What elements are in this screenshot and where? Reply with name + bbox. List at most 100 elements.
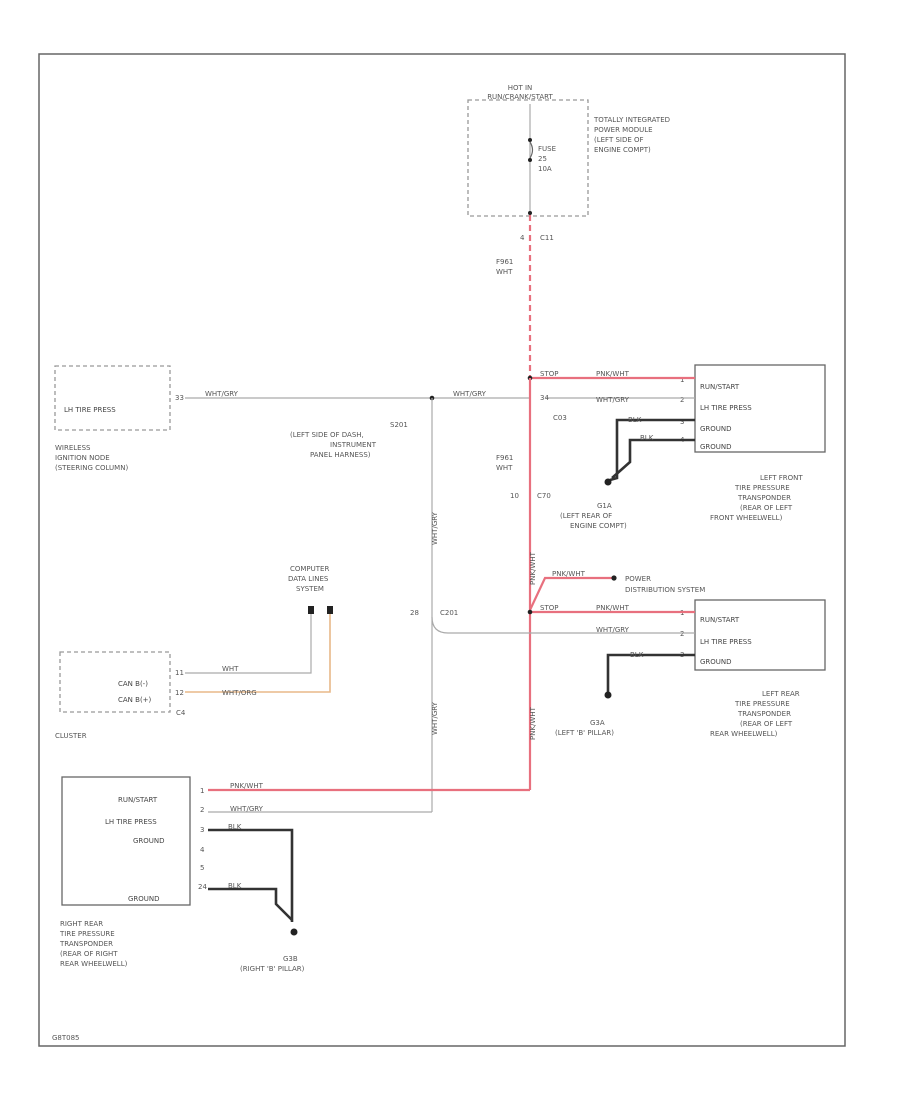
figure-code: G8T085	[52, 1034, 80, 1042]
ground-g3a-dot	[604, 691, 612, 699]
wire-lr-ground	[606, 653, 695, 692]
lf-row-3: GROUND	[700, 425, 732, 433]
wire-label-blk-1: BLK	[628, 416, 642, 424]
g3b-label-1: G3B	[283, 955, 298, 963]
c201-name: C201	[440, 609, 458, 617]
g3a-label-2: (LEFT 'B' PILLAR)	[555, 729, 614, 737]
rr-caption-5: REAR WHEELWELL)	[60, 960, 128, 968]
wire-label-pnk-wht-v2: PNK/WHT	[529, 706, 537, 740]
rr-row-4: GROUND	[128, 895, 160, 903]
cluster-caption: CLUSTER	[55, 732, 87, 740]
rr-caption-4: (REAR OF RIGHT	[60, 950, 118, 958]
lr-caption-2: TIRE PRESSURE	[734, 700, 790, 708]
lf-caption-3: TRANSPONDER	[737, 494, 791, 502]
cluster-row-1: CAN B(-)	[118, 680, 148, 688]
lr-caption-5: REAR WHEELWELL)	[710, 730, 778, 738]
lf-caption-1: LEFT FRONT	[760, 474, 803, 482]
wire-label-pnk-wht-v1: PNK/WHT	[529, 551, 537, 585]
lf-caption-5: FRONT WHEELWELL)	[710, 514, 783, 522]
rr-row-2: LH TIRE PRESS	[105, 818, 157, 826]
wire-label-wht-gry-4: WHT/GRY	[596, 626, 630, 634]
cluster-pin-1: 11	[175, 669, 184, 677]
lr-box	[694, 599, 826, 671]
wire-label-blk-2: BLK	[640, 434, 654, 442]
pds-label-2: DISTRIBUTION SYSTEM	[625, 586, 705, 594]
win-caption-2: IGNITION NODE	[55, 454, 110, 462]
lr-pin-2: 2	[680, 630, 684, 638]
rr-pin-6: 24	[198, 883, 207, 891]
hot-sub-label: RUN/CRANK/START	[487, 93, 553, 101]
lf-row-1: RUN/START	[700, 383, 740, 391]
rr-pin-3: 3	[200, 826, 204, 834]
rr-caption-2: TIRE PRESSURE	[59, 930, 115, 938]
module-name-2: POWER MODULE	[594, 126, 653, 134]
wire-rr-ground-1	[208, 828, 294, 922]
wire-label-wht-gry-5: WHT/GRY	[230, 805, 264, 813]
tipm-connector: C11	[540, 234, 554, 242]
wire-label-wht-gry-v1: WHT/GRY	[431, 511, 439, 545]
rr-box	[61, 776, 191, 906]
diagram-border	[38, 53, 846, 1047]
win-box	[54, 365, 171, 431]
fuse-label: FUSE	[538, 145, 556, 153]
rr-row-3: GROUND	[133, 837, 165, 845]
rr-pin-5: 5	[200, 864, 204, 872]
module-name-4: ENGINE COMPT)	[594, 146, 651, 154]
fuse-amperage: 10A	[538, 165, 552, 173]
lf-caption-2: TIRE PRESSURE	[734, 484, 790, 492]
module-name-3: (LEFT SIDE OF	[594, 136, 644, 144]
hot-label: HOT IN	[508, 84, 533, 92]
ground-g1a-dot	[604, 478, 612, 486]
cdls-terminal-1	[308, 606, 314, 614]
feed-wire-color-2: WHT	[496, 464, 513, 472]
rr-row-1: RUN/START	[118, 796, 158, 804]
pds-label-1: POWER	[625, 575, 651, 583]
fuse-terminal-bottom	[528, 158, 532, 162]
wire-label-pnk-wht-pds: PNK/WHT	[552, 570, 586, 578]
cluster-pin-2: 12	[175, 689, 184, 697]
wire-label-pnk-wht-3: PNK/WHT	[230, 782, 264, 790]
s201-label-2: (LEFT SIDE OF DASH,	[290, 431, 364, 439]
lr-caption-3: TRANSPONDER	[737, 710, 791, 718]
c70-pin: 10	[510, 492, 519, 500]
wire-label-wht-gry-2: WHT/GRY	[453, 390, 487, 398]
lf-caption-4: (REAR OF LEFT	[740, 504, 793, 512]
feed-wire-color-1: WHT	[496, 268, 513, 276]
wire-label-wht: WHT	[222, 665, 239, 673]
g1a-label-3: ENGINE COMPT)	[570, 522, 627, 530]
lf-row-4: GROUND	[700, 443, 732, 451]
lr-row-1: RUN/START	[700, 616, 740, 624]
lr-caption-4: (REAR OF LEFT	[740, 720, 793, 728]
lf-box	[694, 364, 826, 453]
left-front-transponder: RUN/START LH TIRE PRESS GROUND GROUND 1 …	[680, 364, 826, 522]
fuse-icon	[529, 141, 534, 159]
ground-g3b-dot	[290, 928, 298, 936]
rr-pin-4: 4	[200, 846, 205, 854]
wire-label-blk-3: BLK	[630, 651, 644, 659]
wire-label-pnk-wht-1: PNK/WHT	[596, 370, 630, 378]
wire-lf-ground-1	[609, 418, 695, 482]
c03-pin: 34	[540, 394, 549, 402]
wire-pds-branch	[529, 576, 613, 611]
tipm-pin-number: 4	[520, 234, 525, 242]
wire-rr-ground-2	[208, 887, 293, 921]
lr-row-2: LH TIRE PRESS	[700, 638, 752, 646]
lf-pin-3: 3	[680, 418, 684, 426]
cluster-row-2: CAN B(+)	[118, 696, 152, 704]
right-rear-transponder: RUN/START LH TIRE PRESS GROUND GROUND 1 …	[59, 776, 207, 968]
win-caption-1: WIRELESS	[55, 444, 91, 452]
win-pin: 33	[175, 394, 184, 402]
c201-pin: 28	[410, 609, 419, 617]
pds-terminal	[611, 575, 617, 581]
rr-caption-1: RIGHT REAR	[60, 920, 103, 928]
wire-label-blk-4: BLK	[228, 823, 242, 831]
wire-label-stop-2: STOP	[540, 604, 558, 612]
wire-label-wht-gry-1: WHT/GRY	[205, 390, 239, 398]
tipm-pin-4	[528, 211, 532, 215]
lr-caption-1: LEFT REAR	[762, 690, 800, 698]
wire-label-wht-org: WHT/ORG	[222, 689, 257, 697]
cdls-label-1: COMPUTER	[290, 565, 329, 573]
rr-pin-1: 1	[200, 787, 204, 795]
wireless-ignition-node: LH TIRE PRESS 33 WIRELESS IGNITION NODE …	[54, 365, 184, 472]
